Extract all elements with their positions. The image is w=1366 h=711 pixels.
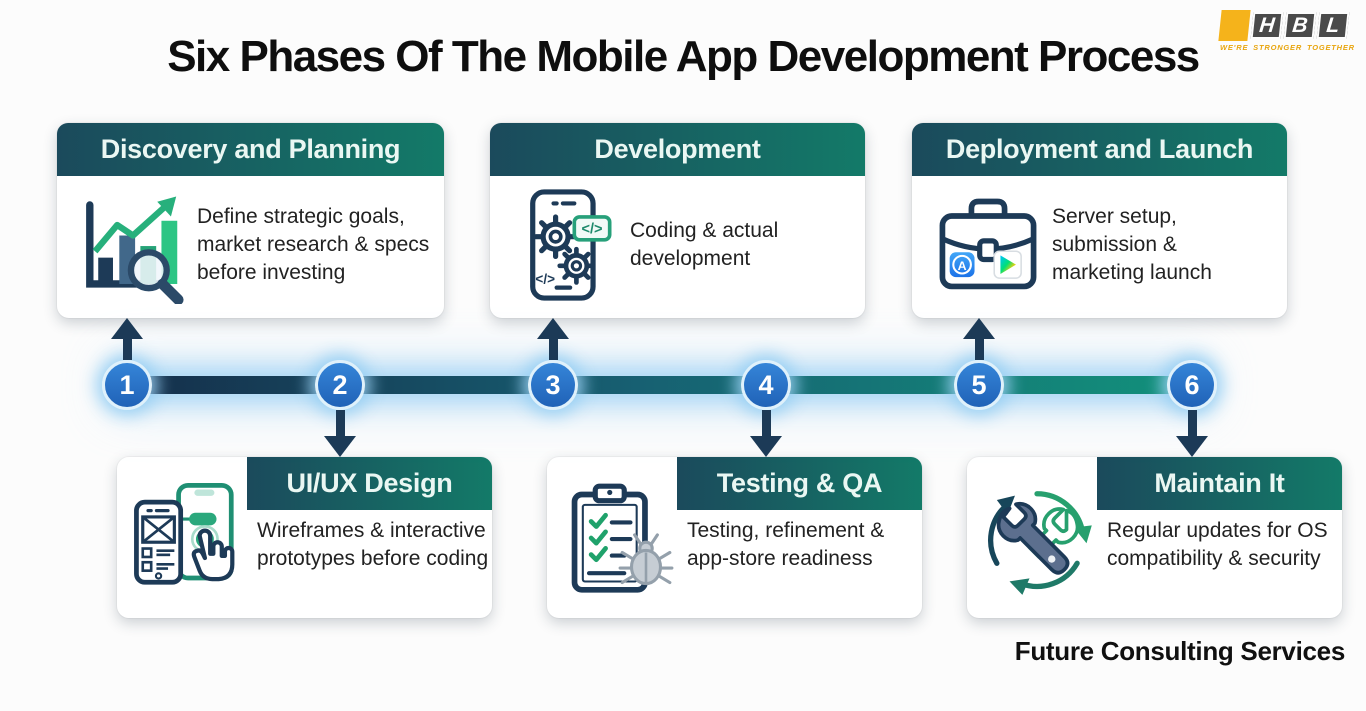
phase-card-discovery-planning: Discovery and Planning Define strategic … (57, 123, 444, 318)
logo-letter-l: L (1316, 12, 1350, 39)
phase-card-maintain-it: Maintain It (967, 457, 1342, 618)
up-arrow-icon (537, 318, 569, 360)
phase-card-title: Discovery and Planning (57, 123, 444, 176)
phase-card-description: Regular updates for OS compatibility & s… (1107, 519, 1328, 570)
logo-letter-b: B (1283, 12, 1317, 39)
wireframe-prototype-icon (117, 457, 257, 618)
up-arrow-icon (963, 318, 995, 360)
logo-letter-h: H (1250, 12, 1284, 39)
bar-chart-magnifier-icon (69, 186, 197, 304)
logo-yellow-block (1218, 10, 1251, 41)
code-glyph: </> (581, 222, 602, 238)
timeline-node-2: 2 (315, 360, 365, 410)
clipboard-bug-icon (547, 457, 687, 618)
page-title: Six Phases Of The Mobile App Development… (167, 32, 1200, 81)
wrench-cycle-icon (967, 457, 1107, 618)
timeline-node-6: 6 (1167, 360, 1217, 410)
phase-card-title: Development (490, 123, 865, 176)
phase-card-title: Maintain It (1097, 457, 1342, 510)
phase-card-uiux-design: UI/UX Design (117, 457, 492, 618)
bug-glyph (618, 532, 674, 584)
phase-card-deployment-launch: Deployment and Launch (912, 123, 1287, 318)
appstore-letter: A (958, 259, 967, 273)
phase-card-title: Testing & QA (677, 457, 922, 510)
phase-card-development: Development (490, 123, 865, 318)
up-arrow-icon (111, 318, 143, 360)
timeline-node-4: 4 (741, 360, 791, 410)
timeline-node-3: 3 (528, 360, 578, 410)
phase-card-description: Server setup, submission & marketing lau… (1052, 205, 1212, 284)
phase-card-description: Wireframes & interactive prototypes befo… (257, 519, 489, 570)
phase-card-title: Deployment and Launch (912, 123, 1287, 176)
timeline-bar (127, 376, 1192, 394)
timeline-node-5: 5 (954, 360, 1004, 410)
code-glyph: </> (535, 271, 555, 286)
phase-card-title: UI/UX Design (247, 457, 492, 510)
hbl-logo-blocks: H B L (1218, 10, 1350, 41)
down-arrow-icon (750, 410, 782, 457)
phase-card-description: Coding & actual development (630, 219, 779, 270)
phase-card-description: Define strategic goals, market research … (197, 205, 430, 284)
timeline-node-1: 1 (102, 360, 152, 410)
phone-gears-code-icon: </> </> (502, 186, 630, 304)
phase-card-testing-qa: Testing & QA (547, 457, 922, 618)
phase-card-description: Testing, refinement & app-store readines… (687, 519, 885, 570)
hbl-logo: H B L WE'RE STRONGER TOGETHER (1218, 10, 1355, 52)
down-arrow-icon (324, 410, 356, 457)
briefcase-stores-icon: A (924, 191, 1052, 299)
down-arrow-icon (1176, 410, 1208, 457)
footer-brand: Future Consulting Services (1014, 636, 1346, 666)
logo-tagline: WE'RE STRONGER TOGETHER (1220, 43, 1355, 52)
